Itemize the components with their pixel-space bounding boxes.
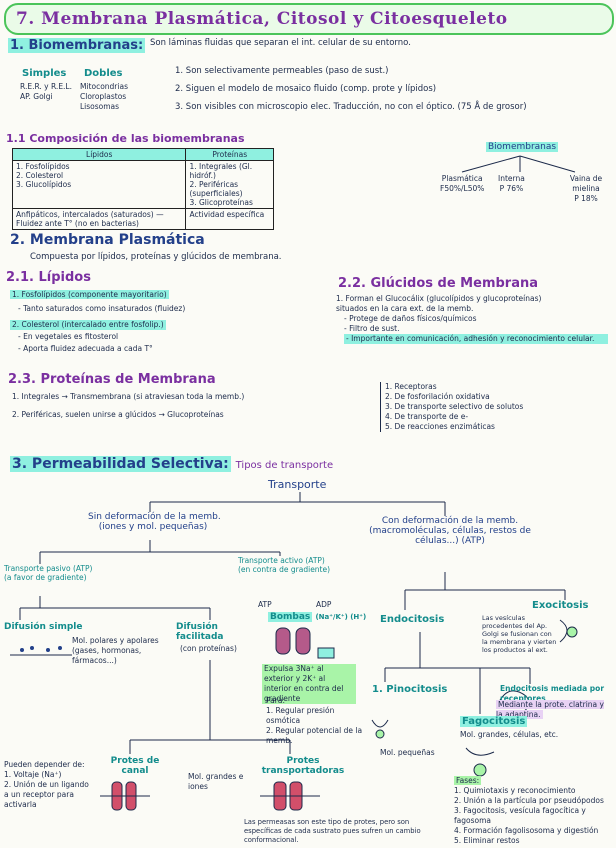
section-2-heading: 2. Membrana Plasmática [10, 232, 205, 248]
mol-grandes-iones: Mol. grandes e iones [188, 772, 244, 791]
endocitosis: Endocitosis [380, 614, 445, 625]
section-2-2-heading: 2.2. Glúcidos de Membrana [338, 276, 539, 291]
lipidos-item-2: - Tanto saturados como insaturados (flui… [18, 304, 186, 313]
protes-canal: Protes de canal [110, 756, 160, 776]
lipidos-list: 1. Fosfolípidos (componente mayoritario)… [10, 290, 310, 354]
proteinas-funciones: 1. Receptoras 2. De fosforilación oxidat… [380, 382, 615, 432]
simples-items: R.E.R. y R.E.L. AP. Golgi [20, 82, 72, 101]
section-2-3-heading: 2.3. Proteínas de Membrana [8, 372, 216, 387]
difusion-simple: Difusión simple [4, 622, 83, 632]
transporte-pasivo: Transporte pasivo (ATP) (a favor de grad… [4, 564, 93, 582]
title-banner: 7. Membrana Plasmática, Citosol y Citoes… [4, 3, 614, 35]
bombas-heading: Bombas (Na⁺/K⁺) (H⁺) [268, 612, 367, 622]
glucidos-item-2: situados en la cara ext. de la memb. [336, 304, 474, 313]
page-title: 7. Membrana Plasmática, Citosol y Citoes… [16, 9, 508, 29]
lipidos-item-1: 1. Fosfolípidos (componente mayoritario) [10, 290, 169, 299]
dobles-label: Dobles [84, 68, 123, 79]
sin-deformacion: Sin deformación de la memb. (iones y mol… [88, 512, 221, 532]
fagocitosis-note: Mol. grandes, células, etc. [460, 730, 559, 739]
biomembrana-mielina: Vaina de mielina P 18% [569, 174, 603, 203]
transporte-root: Transporte [268, 478, 327, 491]
fagocitosis: Fagocitosis [460, 716, 528, 727]
biomembranas-root: Biomembranas [486, 142, 559, 152]
protes-transportadoras: Protes transportadoras [261, 756, 345, 776]
membrane-property-1: 1. Son selectivamente permeables (paso d… [175, 66, 389, 76]
membrane-property-3: 3. Son visibles con microscopio elec. Tr… [175, 102, 527, 112]
col-lipidos: Lípidos [11, 148, 187, 161]
glucidos-item-5: - Importante en comunicación, adhesión y… [344, 334, 608, 344]
difusion-simple-note: Mol. polares y apolares (gases, hormonas… [72, 636, 159, 665]
endocitosis-receptores: Endocitosis mediada por receptores [500, 684, 605, 703]
glucidos-list: 1. Forman el Glucocálix (glucolípidos y … [336, 294, 608, 344]
proteinas-membrana-list: 1. Integrales → Transmembrana (si atravi… [12, 392, 372, 420]
endocitosis-receptores-note: Mediante la prote. clatrina y la adaptin… [496, 700, 604, 719]
dobles-items: Mitocondrias Cloroplastos Lisosomas [80, 82, 128, 111]
composition-table: Lípidos Proteínas 1. Fosfolípidos 2. Col… [11, 148, 274, 230]
canal-depende: Pueden depender de: 1. Voltaje (Na⁺) 2. … [4, 760, 89, 809]
bombas-para: Para: 1. Regular presión osmótica 2. Reg… [266, 696, 363, 745]
fagocitosis-fases: Fases: 1. Quimiotaxis y reconocimiento 2… [454, 776, 604, 845]
con-deformacion: Con deformación de la memb. (macromolécu… [369, 516, 531, 546]
atp-label: ATP [258, 600, 272, 609]
section-3-heading: 3. Permeabilidad Selectiva: Tipos de tra… [10, 456, 334, 472]
glucidos-item-1: 1. Forman el Glucocálix (glucolípidos y … [336, 294, 542, 303]
section-1-definition: Son láminas fluidas que separan el int. … [150, 38, 411, 48]
section-1-heading: 1. Biomembranas: [8, 38, 146, 53]
adp-label: ADP [316, 600, 332, 609]
proteinas-note: Actividad específica [185, 208, 274, 230]
exocitosis: Exocitosis [532, 600, 589, 611]
simples-label: Simples [22, 68, 67, 79]
difusion-facilitada-note: (con proteínas) [180, 644, 237, 653]
section-2-1-heading: 2.1. Lípidos [6, 270, 91, 285]
section-2-desc: Compuesta por lípidos, proteínas y glúci… [30, 252, 282, 262]
section-1-1-heading: 1.1 Composición de las biomembranas [6, 132, 245, 145]
fases-heading: Fases: [454, 776, 482, 785]
bombas-note: Expulsa 3Na⁺ al exterior y 2K⁺ al interi… [262, 664, 356, 704]
membrane-property-2: 2. Siguen el modelo de mosaico fluido (c… [175, 84, 437, 94]
glucidos-item-4: - Filtro de sust. [344, 324, 400, 333]
pinocitosis: 1. Pinocitosis [372, 684, 448, 695]
lipidos-item-4: - En vegetales es fitosterol [18, 332, 119, 341]
difusion-facilitada: Difusión facilitada [176, 622, 224, 642]
proteinas-item-2: 2. Periféricas, suelen unirse a glúcidos… [12, 410, 224, 419]
proteinas-item-1: 1. Integrales → Transmembrana (si atravi… [12, 392, 245, 401]
pinocitosis-note: Mol. pequeñas [380, 748, 435, 757]
lipidos-item-3: 2. Colesterol (intercalado entre fosfoli… [10, 320, 166, 330]
biomembrana-plasmatica: Plasmática F50%/L50% [440, 174, 485, 193]
lipidos-note: Anfipáticos, intercalados (saturados) — … [11, 208, 187, 230]
biomembrana-interna: Interna P 76% [498, 174, 525, 193]
exocitosis-note: Las vesículas procedentes del Ap. Golgi … [482, 614, 557, 654]
transporte-activo: Transporte activo (ATP) (en contra de gr… [238, 556, 331, 574]
permeasas-note: Las permeasas son este tipo de protes, p… [244, 818, 421, 844]
lipidos-item-5: - Aporta fluidez adecuada a cada T° [18, 344, 153, 353]
glucidos-item-3: - Protege de daños físicos/químicos [344, 314, 477, 323]
